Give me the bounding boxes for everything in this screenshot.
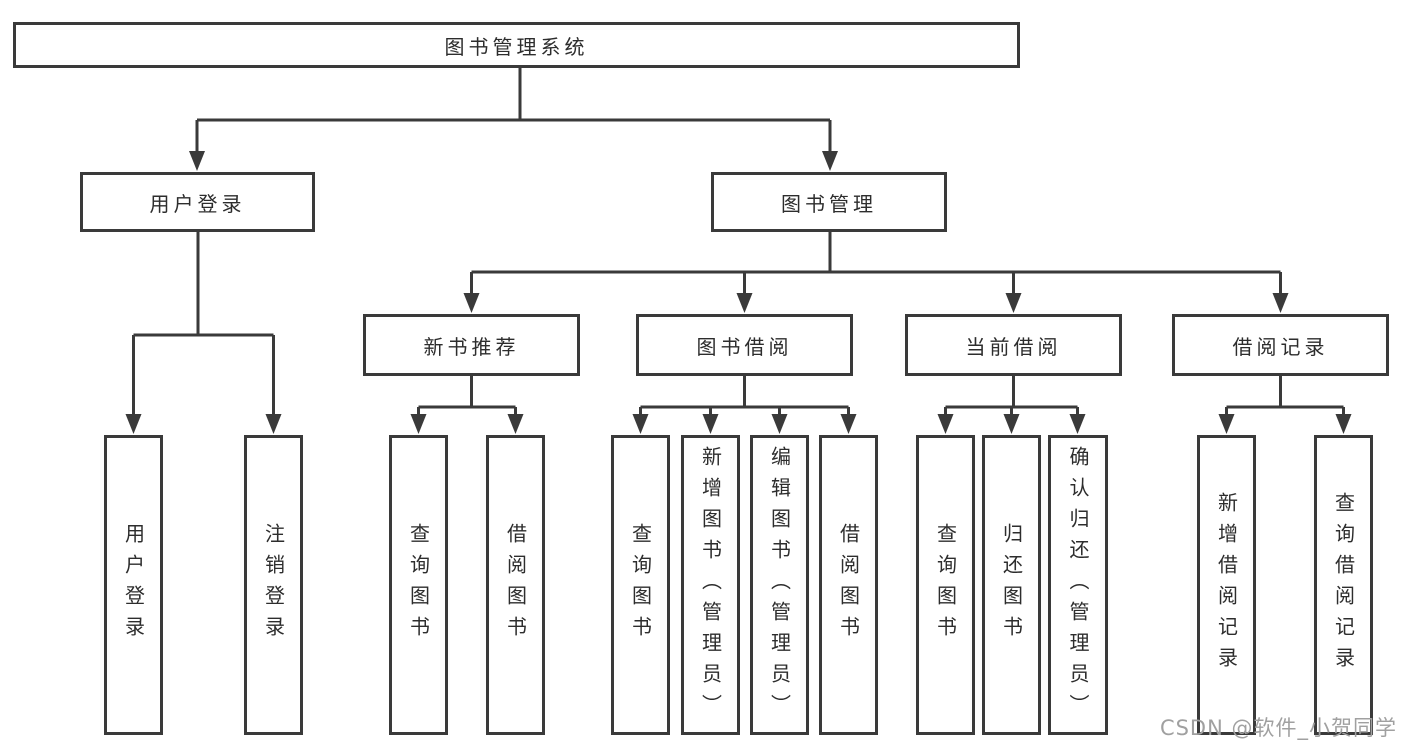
leaf-user-login-label: 用户登录 xyxy=(121,523,146,647)
arrowhead-down-icon xyxy=(125,414,142,434)
node-current-borrowing-label: 当前借阅 xyxy=(965,334,1062,359)
leaf-borrow-add-admin: 新增图书（管理员） xyxy=(681,435,740,735)
leaf-current-return: 归还图书 xyxy=(982,435,1041,735)
leaf-borrow-edit-admin: 编辑图书（管理员） xyxy=(750,435,809,735)
leaf-newbook-query-label: 查询图书 xyxy=(406,523,431,647)
leaf-records-query-label: 查询借阅记录 xyxy=(1331,492,1356,678)
csdn-watermark: CSDN @软件_小贺同学 xyxy=(1159,716,1397,740)
node-user-login-branch: 用户登录 xyxy=(80,172,315,232)
arrowhead-down-icon xyxy=(265,414,282,434)
arrowhead-down-icon xyxy=(822,151,838,171)
node-borrowing-records-label: 借阅记录 xyxy=(1232,334,1329,359)
arrowhead-down-icon xyxy=(1335,414,1352,434)
node-book-borrowing: 图书借阅 xyxy=(636,314,853,376)
leaf-current-query: 查询图书 xyxy=(916,435,975,735)
arrowhead-down-icon xyxy=(463,293,480,313)
leaf-borrow-add-admin-label: 新增图书（管理员） xyxy=(698,445,723,725)
leaf-borrow-borrow: 借阅图书 xyxy=(819,435,878,735)
arrowhead-down-icon xyxy=(1069,414,1086,434)
node-new-book-recommend-label: 新书推荐 xyxy=(423,334,520,359)
leaf-borrow-query-label: 查询图书 xyxy=(628,523,653,647)
node-book-borrowing-label: 图书借阅 xyxy=(696,334,793,359)
leaf-logout-label: 注销登录 xyxy=(261,523,286,647)
node-book-management: 图书管理 xyxy=(711,172,947,232)
leaf-borrow-query: 查询图书 xyxy=(611,435,670,735)
arrowhead-down-icon xyxy=(1003,414,1020,434)
arrowhead-down-icon xyxy=(1272,293,1289,313)
leaf-current-confirm-admin: 确认归还（管理员） xyxy=(1048,435,1108,735)
leaf-records-add-label: 新增借阅记录 xyxy=(1214,492,1239,678)
arrowhead-down-icon xyxy=(840,414,857,434)
node-borrowing-records: 借阅记录 xyxy=(1172,314,1389,376)
node-user-login-branch-label: 用户登录 xyxy=(149,191,246,216)
arrowhead-down-icon xyxy=(937,414,954,434)
leaf-user-login: 用户登录 xyxy=(104,435,163,735)
arrowhead-down-icon xyxy=(507,414,524,434)
arrowhead-down-icon xyxy=(410,414,427,434)
leaf-newbook-borrow-label: 借阅图书 xyxy=(503,523,528,647)
leaf-records-query: 查询借阅记录 xyxy=(1314,435,1373,735)
arrowhead-down-icon xyxy=(1005,293,1022,313)
arrowhead-down-icon xyxy=(189,151,205,171)
leaf-current-return-label: 归还图书 xyxy=(999,523,1024,647)
arrowhead-down-icon xyxy=(771,414,788,434)
leaf-borrow-edit-admin-label: 编辑图书（管理员） xyxy=(767,445,792,725)
arrowhead-down-icon xyxy=(1218,414,1235,434)
leaf-borrow-borrow-label: 借阅图书 xyxy=(836,523,861,647)
node-current-borrowing: 当前借阅 xyxy=(905,314,1122,376)
leaf-current-query-label: 查询图书 xyxy=(933,523,958,647)
leaf-logout: 注销登录 xyxy=(244,435,303,735)
arrowhead-down-icon xyxy=(632,414,649,434)
node-new-book-recommend: 新书推荐 xyxy=(363,314,580,376)
arrowhead-down-icon xyxy=(736,293,753,313)
leaf-current-confirm-admin-label: 确认归还（管理员） xyxy=(1066,445,1090,725)
leaf-newbook-borrow: 借阅图书 xyxy=(486,435,545,735)
leaf-records-add: 新增借阅记录 xyxy=(1197,435,1256,735)
leaf-newbook-query: 查询图书 xyxy=(389,435,448,735)
node-root: 图书管理系统 xyxy=(13,22,1020,68)
arrowhead-down-icon xyxy=(702,414,719,434)
node-root-label: 图书管理系统 xyxy=(444,34,589,59)
node-book-management-label: 图书管理 xyxy=(781,191,877,216)
